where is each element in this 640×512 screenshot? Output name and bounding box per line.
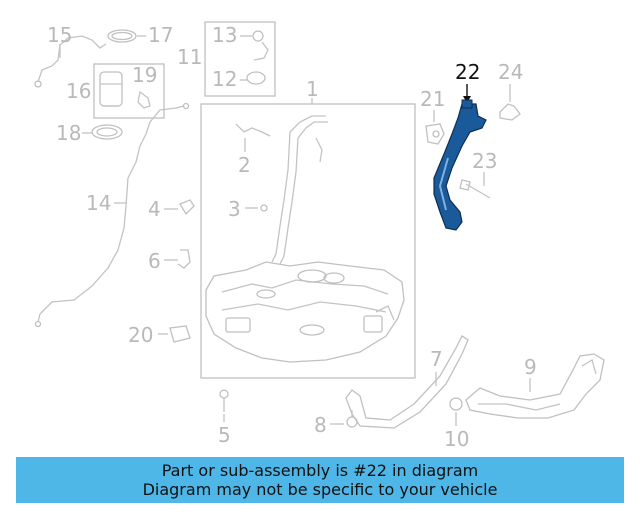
part-10-nut bbox=[449, 397, 463, 411]
label-2: 2 bbox=[238, 153, 251, 177]
label-17: 17 bbox=[148, 23, 173, 47]
part-13-cap bbox=[252, 30, 269, 61]
part-16-fuel-pump bbox=[99, 71, 123, 107]
part-23-screw bbox=[459, 179, 491, 199]
banner-line-2: Diagram may not be specific to your vehi… bbox=[142, 480, 498, 499]
part-18-ring bbox=[91, 124, 123, 140]
label-23: 23 bbox=[472, 149, 497, 173]
part-11-box bbox=[204, 21, 276, 97]
label-10: 10 bbox=[444, 427, 469, 451]
part-16-box bbox=[93, 63, 165, 119]
label-4: 4 bbox=[148, 197, 161, 221]
part-1-box bbox=[200, 103, 416, 379]
label-19: 19 bbox=[132, 63, 157, 87]
part-3-valve bbox=[260, 204, 268, 212]
part-22-filler-pipe[interactable] bbox=[433, 99, 487, 231]
label-13: 13 bbox=[212, 23, 237, 47]
part-6-bracket bbox=[177, 249, 191, 269]
part-7-strap bbox=[345, 335, 469, 429]
label-20: 20 bbox=[128, 323, 153, 347]
part-12-o-ring bbox=[246, 71, 266, 85]
part-9-heat-shield bbox=[465, 353, 605, 419]
part-17-seal-ring bbox=[107, 29, 146, 43]
label-5: 5 bbox=[218, 423, 231, 447]
part-20-connector bbox=[169, 325, 191, 343]
label-18: 18 bbox=[56, 121, 81, 145]
part-1-fuel-tank bbox=[205, 115, 405, 363]
label-12: 12 bbox=[212, 67, 237, 91]
label-21: 21 bbox=[420, 87, 445, 111]
part-5-bolt bbox=[219, 389, 229, 412]
label-3: 3 bbox=[228, 197, 241, 221]
part-4-clip bbox=[179, 199, 195, 216]
label-24: 24 bbox=[498, 60, 523, 84]
part-14-line bbox=[34, 102, 190, 328]
label-11: 11 bbox=[177, 45, 202, 69]
label-14: 14 bbox=[86, 191, 111, 215]
label-6: 6 bbox=[148, 249, 161, 273]
part-19-sensor bbox=[137, 90, 151, 109]
part-8-bolt bbox=[346, 410, 358, 428]
label-7: 7 bbox=[430, 347, 443, 371]
part-21-clamp bbox=[425, 123, 445, 145]
label-16: 16 bbox=[66, 79, 91, 103]
label-1: 1 bbox=[306, 77, 319, 101]
part-24-valve bbox=[499, 103, 521, 121]
label-22: 22 bbox=[455, 60, 480, 84]
part-2-hose bbox=[235, 123, 271, 137]
label-8: 8 bbox=[314, 413, 327, 437]
info-banner: Part or sub-assembly is #22 in diagram D… bbox=[16, 457, 624, 503]
banner-line-1: Part or sub-assembly is #22 in diagram bbox=[161, 461, 479, 480]
label-9: 9 bbox=[524, 355, 537, 379]
part-15-fuel-line bbox=[34, 35, 107, 88]
label-15: 15 bbox=[47, 23, 72, 47]
